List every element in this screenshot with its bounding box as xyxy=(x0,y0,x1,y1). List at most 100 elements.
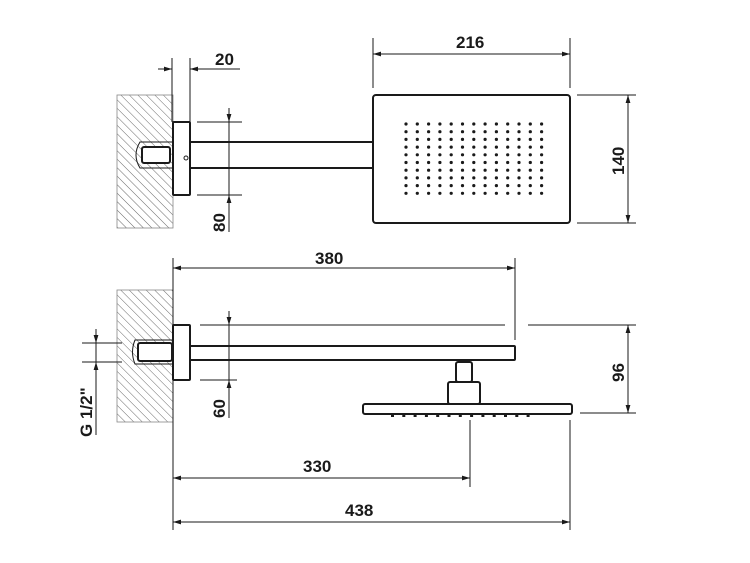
nozzle-dot xyxy=(528,168,532,172)
nozzle-dot xyxy=(460,176,465,180)
nozzle-dot xyxy=(404,176,408,180)
dim-380: 380 xyxy=(315,249,343,268)
nozzle-dot xyxy=(415,184,419,188)
nozzle-dot xyxy=(483,130,487,134)
connector xyxy=(137,342,173,362)
nozzle-dot xyxy=(528,145,532,149)
nozzle-dot xyxy=(494,122,498,126)
nozzle-dot xyxy=(506,184,510,188)
nozzle-dot xyxy=(438,168,442,172)
nozzle-dot xyxy=(517,191,521,195)
nozzle-dot xyxy=(483,122,487,126)
nozzle-dot xyxy=(404,137,408,141)
nozzle-dot xyxy=(449,122,453,126)
ball-joint xyxy=(455,361,473,383)
nozzle-dot xyxy=(438,130,442,134)
nozzle-tip xyxy=(504,414,507,417)
nozzle-dot xyxy=(483,160,487,165)
nozzle-dot xyxy=(483,184,487,188)
dim-60: 60 xyxy=(210,399,229,418)
nozzle-dot xyxy=(460,160,465,165)
nozzle-dot xyxy=(415,168,419,172)
nozzle-dot xyxy=(472,168,476,172)
nozzle-dot xyxy=(404,191,408,195)
nozzle-dot xyxy=(427,191,431,195)
nozzle-dot xyxy=(528,191,532,195)
nozzle-dot xyxy=(528,137,532,141)
nozzle-dot xyxy=(415,130,419,134)
nozzle-dot xyxy=(506,153,510,157)
nozzle-tip xyxy=(447,414,451,417)
shower-head xyxy=(372,94,571,224)
nozzle-dot xyxy=(517,145,521,149)
nozzle-dot xyxy=(404,122,408,126)
nozzle-dot xyxy=(506,176,510,180)
nozzle-tip xyxy=(402,414,406,417)
nozzle-dot xyxy=(472,184,476,188)
nozzle-dot xyxy=(506,130,510,134)
nozzle-dot xyxy=(528,184,532,188)
nozzle-dot xyxy=(460,153,465,157)
dim-140: 140 xyxy=(609,147,628,175)
nozzle-dot xyxy=(528,160,532,165)
nozzle-dot xyxy=(427,145,431,149)
nozzle-dot xyxy=(404,168,408,172)
nozzle-dot xyxy=(483,191,487,195)
nozzle-dot xyxy=(460,191,465,195)
flange-screw xyxy=(183,155,189,161)
nozzle-tip xyxy=(458,414,462,417)
nozzle-dot xyxy=(517,153,521,157)
nozzle-dot xyxy=(404,145,408,149)
nozzle-dot xyxy=(427,184,431,188)
nozzle-dot xyxy=(415,122,419,126)
nozzle-dot xyxy=(483,137,487,141)
nozzle-tip xyxy=(515,414,519,417)
nozzle-dot xyxy=(540,176,544,180)
nozzle-dot xyxy=(438,176,442,180)
dim-216: 216 xyxy=(456,33,484,52)
nozzle-dot xyxy=(415,137,419,141)
nozzle-dot xyxy=(427,153,431,157)
nozzle-dot xyxy=(415,153,419,157)
dim-330: 330 xyxy=(303,457,331,476)
nozzle-dot xyxy=(427,122,431,126)
nozzle-dot xyxy=(449,184,453,188)
nozzle-dot xyxy=(404,130,408,134)
nozzle-dot xyxy=(438,191,442,195)
nozzle-dot xyxy=(449,145,453,149)
nozzle-dot xyxy=(404,160,408,165)
nozzle-dot xyxy=(427,130,431,134)
dim-96: 96 xyxy=(609,363,628,382)
nozzle-dot xyxy=(483,145,487,149)
nozzle-tip xyxy=(492,414,496,417)
nozzle-tip xyxy=(391,414,394,417)
nozzle-tip xyxy=(481,414,485,417)
dim-438: 438 xyxy=(345,501,373,520)
dim-20: 20 xyxy=(215,50,234,69)
dim-80: 80 xyxy=(210,213,229,232)
nozzle-dot xyxy=(540,168,544,172)
nozzle-dot xyxy=(449,137,453,141)
nozzle-dot xyxy=(494,176,498,180)
nozzle-dot xyxy=(528,122,532,126)
nozzle-dot xyxy=(494,168,498,172)
nozzle-dot xyxy=(427,168,431,172)
nozzle-dot xyxy=(449,191,453,195)
nozzle-dot xyxy=(506,191,510,195)
nozzle-dot xyxy=(438,137,442,141)
nozzle-dot xyxy=(472,130,476,134)
nozzle-dot xyxy=(404,153,408,157)
nozzle-dot xyxy=(528,153,532,157)
nozzle-dot xyxy=(540,184,544,188)
nozzle-dot xyxy=(540,145,544,149)
nozzle-tip xyxy=(424,414,428,417)
nozzle-dot xyxy=(472,137,476,141)
nozzle-dot xyxy=(540,153,544,157)
nozzle-dot xyxy=(438,153,442,157)
nozzle-dot xyxy=(449,168,453,172)
nozzle-dot xyxy=(540,160,544,165)
nozzle-dot xyxy=(472,145,476,149)
dim-thread: G 1/2" xyxy=(77,387,96,437)
nozzle-dot xyxy=(415,191,419,195)
